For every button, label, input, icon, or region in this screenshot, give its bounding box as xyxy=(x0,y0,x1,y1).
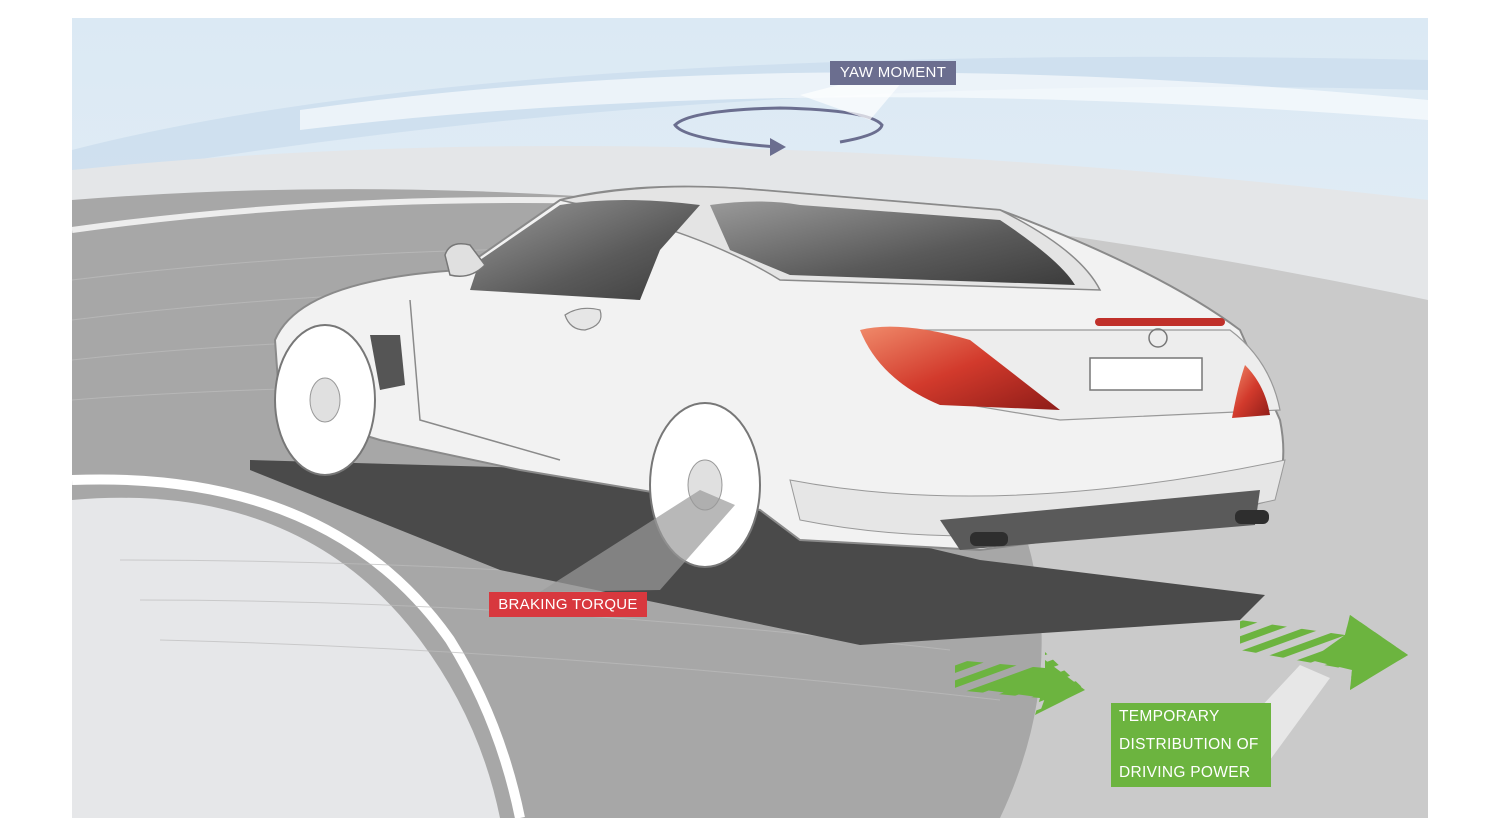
power-label-box xyxy=(1111,703,1271,787)
brake-beam xyxy=(540,490,735,592)
brake-label-box xyxy=(489,592,647,617)
driving-power-label-line1: TEMPORARY xyxy=(1119,708,1220,725)
license-plate xyxy=(1089,357,1203,391)
braking-torque-label: BRAKING TORQUE xyxy=(498,596,638,613)
driving-power-label-line2: DISTRIBUTION OF xyxy=(1119,736,1259,753)
driving-power-label: TEMPORARY DISTRIBUTION OF DRIVING POWER xyxy=(1111,703,1271,787)
yaw-moment-label: YAW MOMENT xyxy=(839,64,947,81)
emblem xyxy=(1148,328,1168,348)
yaw-label-box xyxy=(830,61,956,85)
taillight-right xyxy=(1232,365,1270,418)
forward-arrow-icon xyxy=(955,652,1085,715)
car-shadow xyxy=(250,460,1265,645)
rotation-arrow-icon xyxy=(673,82,902,156)
taillight-left xyxy=(860,326,1060,410)
driving-power-label-line3: DRIVING POWER xyxy=(1119,764,1251,781)
car xyxy=(273,185,1286,568)
road-curve-inner xyxy=(72,497,500,818)
